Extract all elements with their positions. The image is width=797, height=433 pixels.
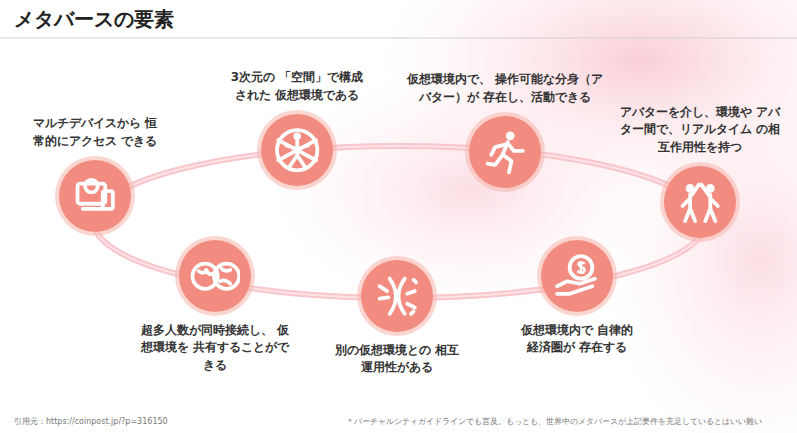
icon xyxy=(272,125,322,175)
icon-circle xyxy=(469,116,541,188)
icon-circle xyxy=(541,240,613,312)
footnote: ＊バーチャルシティガイドラインでも言及。もっとも、世界中のメタバースが上記要件を… xyxy=(346,416,762,427)
node-text: マルチデバイスから 恒常的にアクセス できる xyxy=(30,115,160,150)
node-text: 3次元の 「空間」で構成された 仮想環境である xyxy=(227,69,367,104)
node-text: 仮想環境内で 自律的経済圏が 存在する xyxy=(517,322,637,357)
element-node: 超多人数が同時接続し、 仮想環境を 共有することができる xyxy=(135,240,295,374)
title-rule xyxy=(0,38,797,39)
element-node: 仮想環境内で、 操作可能な分身（アバター）が 存在し、活動できる xyxy=(405,71,605,188)
element-node: 3次元の 「空間」で構成された 仮想環境である xyxy=(227,69,367,186)
element-node: 別の仮想環境との 相互運用性がある xyxy=(332,260,462,377)
page-title: メタバースの要素 xyxy=(14,6,174,33)
icon-circle xyxy=(179,240,251,312)
icon xyxy=(552,251,602,301)
node-text: 超多人数が同時接続し、 仮想環境を 共有することができる xyxy=(135,322,295,374)
icon-circle xyxy=(261,114,333,186)
element-node: マルチデバイスから 恒常的にアクセス できる xyxy=(30,115,160,232)
node-text: 仮想環境内で、 操作可能な分身（アバター）が 存在し、活動できる xyxy=(405,71,605,106)
source-note: 引用元：https://coinpost.jp/?p=316150 xyxy=(14,416,168,427)
icon-circle xyxy=(361,260,433,332)
icon xyxy=(70,171,120,221)
icon-circle xyxy=(664,166,736,238)
element-node: 仮想環境内で 自律的経済圏が 存在する xyxy=(517,240,637,357)
icon xyxy=(480,127,530,177)
icon xyxy=(190,251,240,301)
icon xyxy=(675,177,725,227)
icon-circle xyxy=(59,160,131,232)
node-text: アバターを介し、環境や アバター間で、リアルタイム の相互作用性を持つ xyxy=(615,104,785,156)
element-node: アバターを介し、環境や アバター間で、リアルタイム の相互作用性を持つ xyxy=(615,104,785,238)
node-text: 別の仮想環境との 相互運用性がある xyxy=(332,342,462,377)
icon xyxy=(372,271,422,321)
